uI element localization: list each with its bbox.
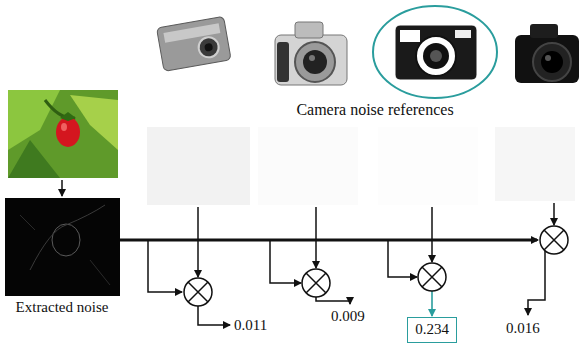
similarity-score: 0.011 [234,317,267,334]
multiplier-symbol [184,226,568,306]
noise-bus [120,239,537,242]
noise-reference [258,127,358,205]
noise-reference [147,127,250,205]
similarity-score: 0.009 [331,308,365,325]
similarity-score: 0.016 [506,320,540,337]
bridge-camera [275,22,347,85]
noise-reference [378,127,478,205]
dslr-camera [515,24,579,83]
reference-wires [148,203,554,325]
caption-text: Camera noise references [296,101,453,119]
result-box: 0.234 [407,317,457,343]
image-label: Extracted noise [14,299,110,316]
score-text: 0.234 [415,320,449,340]
noise-reference [495,127,575,201]
compact-camera [157,16,232,71]
strawberry-photo [8,90,118,178]
selected-camera [373,6,497,98]
noise-image [5,198,120,296]
selected-output [431,291,433,316]
